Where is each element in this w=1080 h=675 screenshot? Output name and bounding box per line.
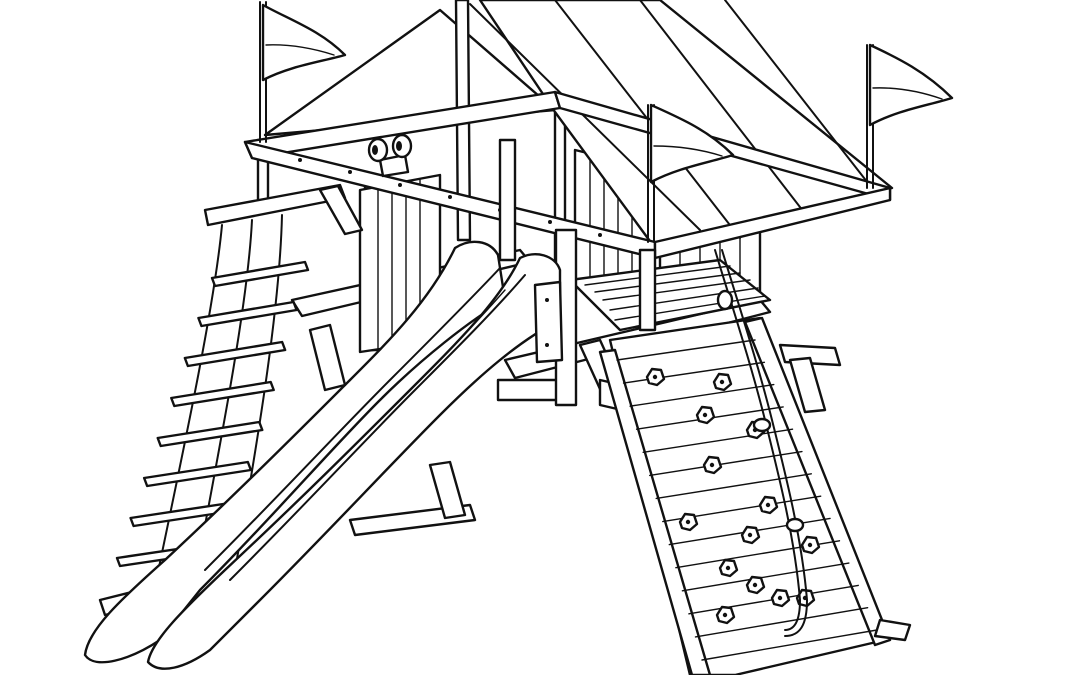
ladder-rung bbox=[156, 420, 264, 448]
hold-bolt bbox=[702, 412, 708, 418]
wave-slide bbox=[83, 240, 564, 670]
wall-slat bbox=[616, 339, 756, 361]
climbing-rope bbox=[714, 249, 808, 637]
flag-middle bbox=[647, 103, 735, 243]
hold-bolt bbox=[777, 595, 783, 601]
ladder-rung bbox=[210, 260, 310, 288]
ladder-rung bbox=[183, 340, 287, 368]
hold-bolt bbox=[685, 519, 691, 525]
hold-bolt bbox=[709, 462, 715, 468]
hold-bolt bbox=[752, 582, 758, 588]
hold-bolt bbox=[807, 542, 813, 548]
flag-left bbox=[259, 1, 347, 143]
flag-right bbox=[866, 43, 954, 189]
hold-bolt bbox=[722, 612, 728, 618]
binoculars bbox=[367, 133, 413, 178]
hold-bolt bbox=[652, 374, 658, 380]
hold-bolt bbox=[747, 532, 753, 538]
wall-slat bbox=[701, 629, 878, 661]
wall-slat bbox=[694, 606, 869, 638]
wall-slat bbox=[629, 383, 775, 407]
wall-slat bbox=[681, 562, 850, 592]
hold-bolt bbox=[765, 502, 771, 508]
hold-bolt bbox=[725, 565, 731, 571]
hold-bolt bbox=[719, 379, 725, 385]
ladder-rung bbox=[170, 380, 275, 408]
ladder-rung bbox=[142, 460, 253, 488]
ladder-rung bbox=[197, 300, 298, 328]
wall-slat bbox=[648, 450, 803, 477]
rock-wall bbox=[598, 316, 912, 675]
